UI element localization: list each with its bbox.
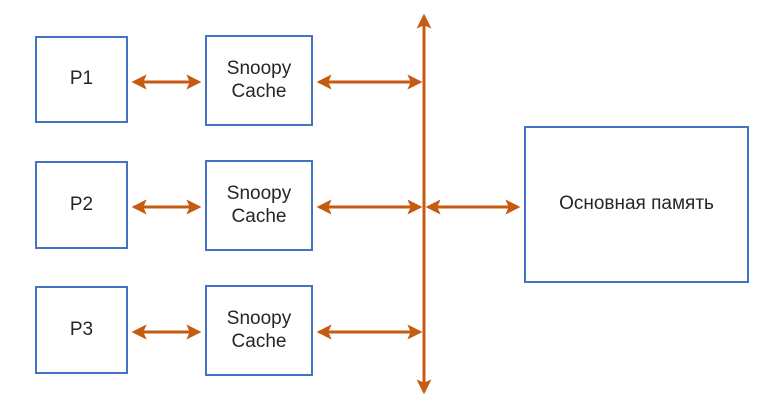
processor-label-p1: P1 [69,68,94,90]
processor-label-p2: P2 [69,193,94,215]
cache-label-1: Snoopy Cache [226,58,292,102]
processor-label-p3: P3 [69,318,94,340]
processor-box-p1[interactable]: P1 [35,36,128,123]
cache-label-2: Snoopy Cache [226,183,292,227]
main-memory-label: Основная память [559,193,714,215]
processor-box-p2[interactable]: P2 [35,161,128,249]
cache-box-3[interactable]: Snoopy Cache [205,285,313,376]
cache-box-1[interactable]: Snoopy Cache [205,35,313,126]
cache-box-2[interactable]: Snoopy Cache [205,160,313,251]
cache-label-3: Snoopy Cache [226,308,292,352]
main-memory-box[interactable]: Основная память [524,126,749,283]
processor-box-p3[interactable]: P3 [35,286,128,374]
